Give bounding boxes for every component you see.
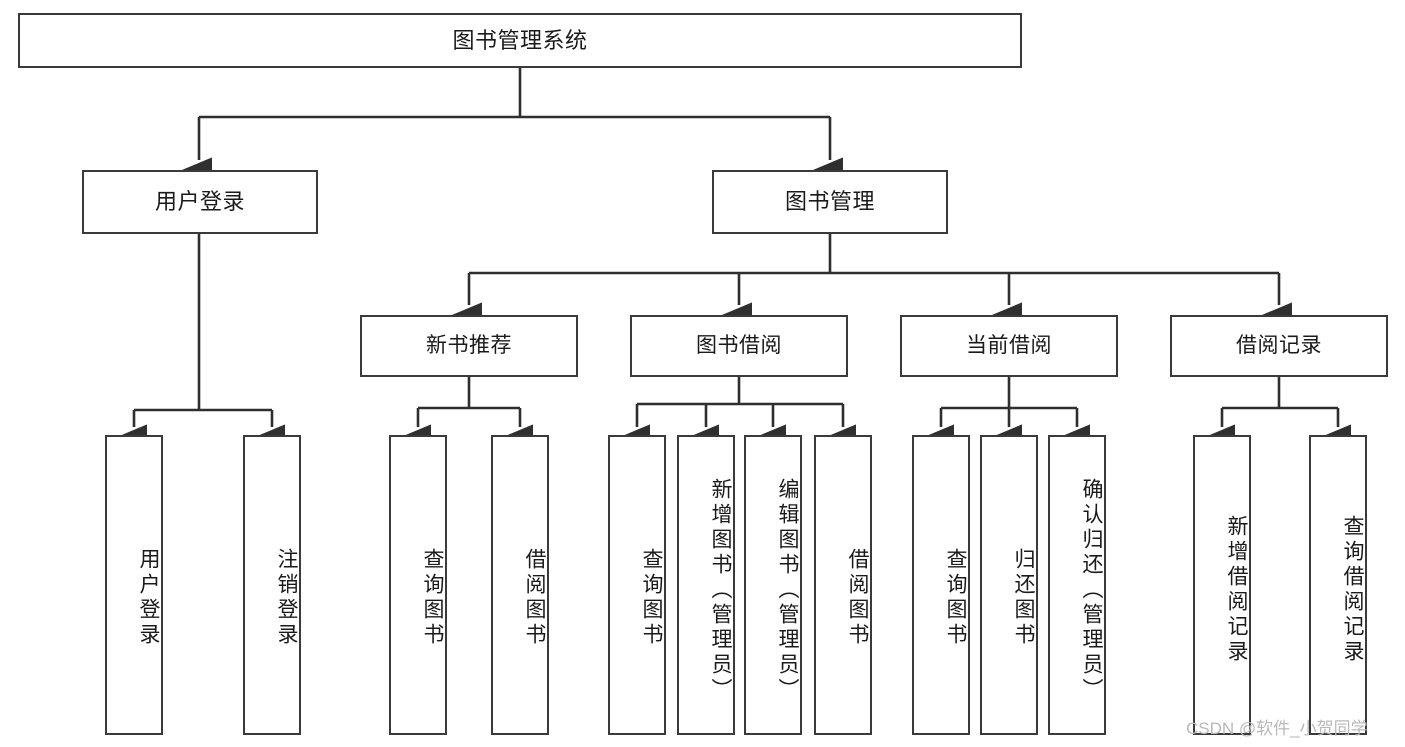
leaf-current-borrow-query-book[interactable]: 查询图书: [912, 435, 970, 735]
node-book-borrow[interactable]: 图书借阅: [630, 315, 848, 377]
leaf-user-login-login[interactable]: 用户登录: [105, 435, 163, 735]
leaf-current-borrow-return-book[interactable]: 归还图书: [980, 435, 1038, 735]
leaf-borrow-record-query-record[interactable]: 查询借阅记录: [1309, 435, 1367, 735]
leaf-current-borrow-confirm-return-admin[interactable]: 确认归还（管理员）: [1048, 435, 1106, 735]
node-borrow-record[interactable]: 借阅记录: [1170, 315, 1388, 377]
leaf-book-borrow-borrow-book[interactable]: 借阅图书: [814, 435, 872, 735]
node-user-login[interactable]: 用户登录: [82, 170, 318, 234]
csdn-watermark: CSDN @软件_小贺同学: [1186, 719, 1368, 738]
node-root-system[interactable]: 图书管理系统: [18, 13, 1022, 68]
leaf-book-borrow-edit-book-admin[interactable]: 编辑图书（管理员）: [744, 435, 802, 735]
leaf-book-borrow-query-book[interactable]: 查询图书: [608, 435, 666, 735]
leaf-new-book-query-book[interactable]: 查询图书: [389, 435, 447, 735]
node-current-borrow[interactable]: 当前借阅: [900, 315, 1118, 377]
leaf-user-login-logout[interactable]: 注销登录: [243, 435, 301, 735]
leaf-book-borrow-add-book-admin[interactable]: 新增图书（管理员）: [677, 435, 735, 735]
node-new-book-recommend[interactable]: 新书推荐: [360, 315, 578, 377]
node-book-management[interactable]: 图书管理: [712, 170, 948, 234]
leaf-borrow-record-add-record[interactable]: 新增借阅记录: [1193, 435, 1251, 735]
leaf-new-book-borrow-book[interactable]: 借阅图书: [491, 435, 549, 735]
